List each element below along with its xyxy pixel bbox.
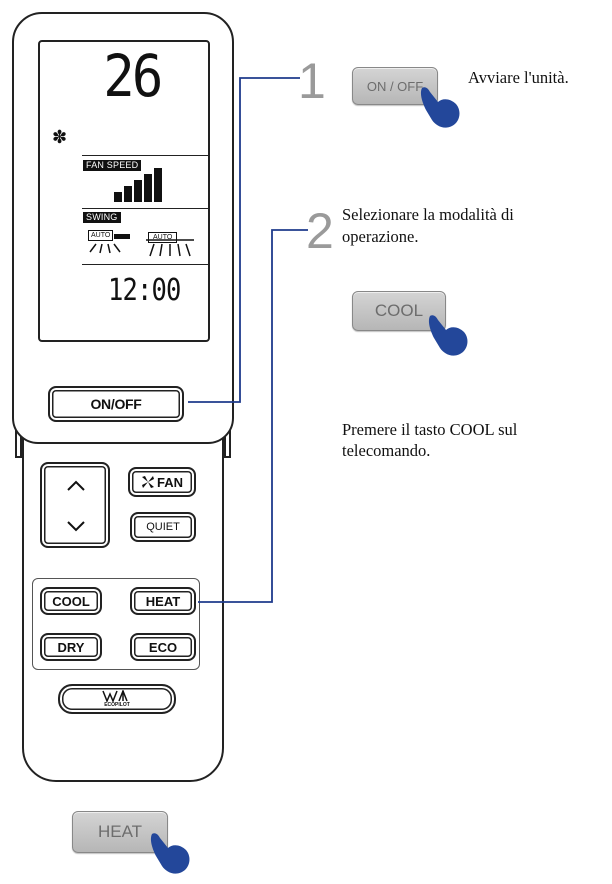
quiet-button[interactable]: QUIET <box>130 512 196 542</box>
lcd-divider <box>82 264 210 265</box>
temperature-readout: 26 <box>103 42 163 110</box>
step-2-caption-line2: operazione. <box>342 227 419 246</box>
heat-button[interactable]: HEAT <box>130 587 196 615</box>
fan-button[interactable]: FAN <box>128 467 196 497</box>
swing-vertical-icon <box>89 234 130 254</box>
chevron-down-icon[interactable] <box>66 520 86 532</box>
note-line2: telecomando. <box>342 441 431 460</box>
fan-speed-bars <box>114 168 162 202</box>
step-2-number: 2 <box>306 203 334 259</box>
swing-horizontal-icon <box>146 239 194 257</box>
fan-icon <box>142 476 154 488</box>
temperature-rocker <box>40 462 110 548</box>
bottom-heat-button: HEAT <box>72 811 168 853</box>
chevron-up-icon[interactable] <box>66 480 86 492</box>
ecopilot-button[interactable]: ECOPILOT <box>58 684 176 714</box>
fan-button-label: FAN <box>157 474 183 490</box>
mode-group-frame <box>32 578 200 670</box>
dry-button[interactable]: DRY <box>40 633 102 661</box>
eco-button[interactable]: ECO <box>130 633 196 661</box>
ecopilot-label: ECOPILOT <box>104 702 130 708</box>
swing-auto-vertical: AUTO <box>88 230 114 241</box>
step-1-number: 1 <box>298 53 326 109</box>
snowflake-icon: ✽ <box>52 127 68 147</box>
cool-button[interactable]: COOL <box>40 587 102 615</box>
pointing-hand-icon <box>420 87 460 128</box>
lcd-divider <box>82 208 210 209</box>
pointing-hand-icon <box>428 315 468 356</box>
swing-label: SWING <box>83 212 121 223</box>
pointing-hand-icon <box>150 833 190 874</box>
swing-auto-horizontal: AUTO <box>148 232 178 243</box>
on-off-button[interactable]: ON/OFF <box>48 386 184 422</box>
ecopilot-icon <box>102 690 128 702</box>
step-1-caption: Avviare l'unità. <box>468 68 569 87</box>
step-2-caption-line1: Selezionare la modalità di <box>342 205 514 224</box>
lcd-display: 26 ✽ FAN SPEED SWING AUTO AUTO 12:00 <box>38 40 210 342</box>
lcd-divider <box>82 155 210 156</box>
fan-speed-label: FAN SPEED <box>83 160 142 171</box>
clock-readout: 12:00 <box>108 273 181 308</box>
note-line1: Premere il tasto COOL sul <box>342 420 518 439</box>
